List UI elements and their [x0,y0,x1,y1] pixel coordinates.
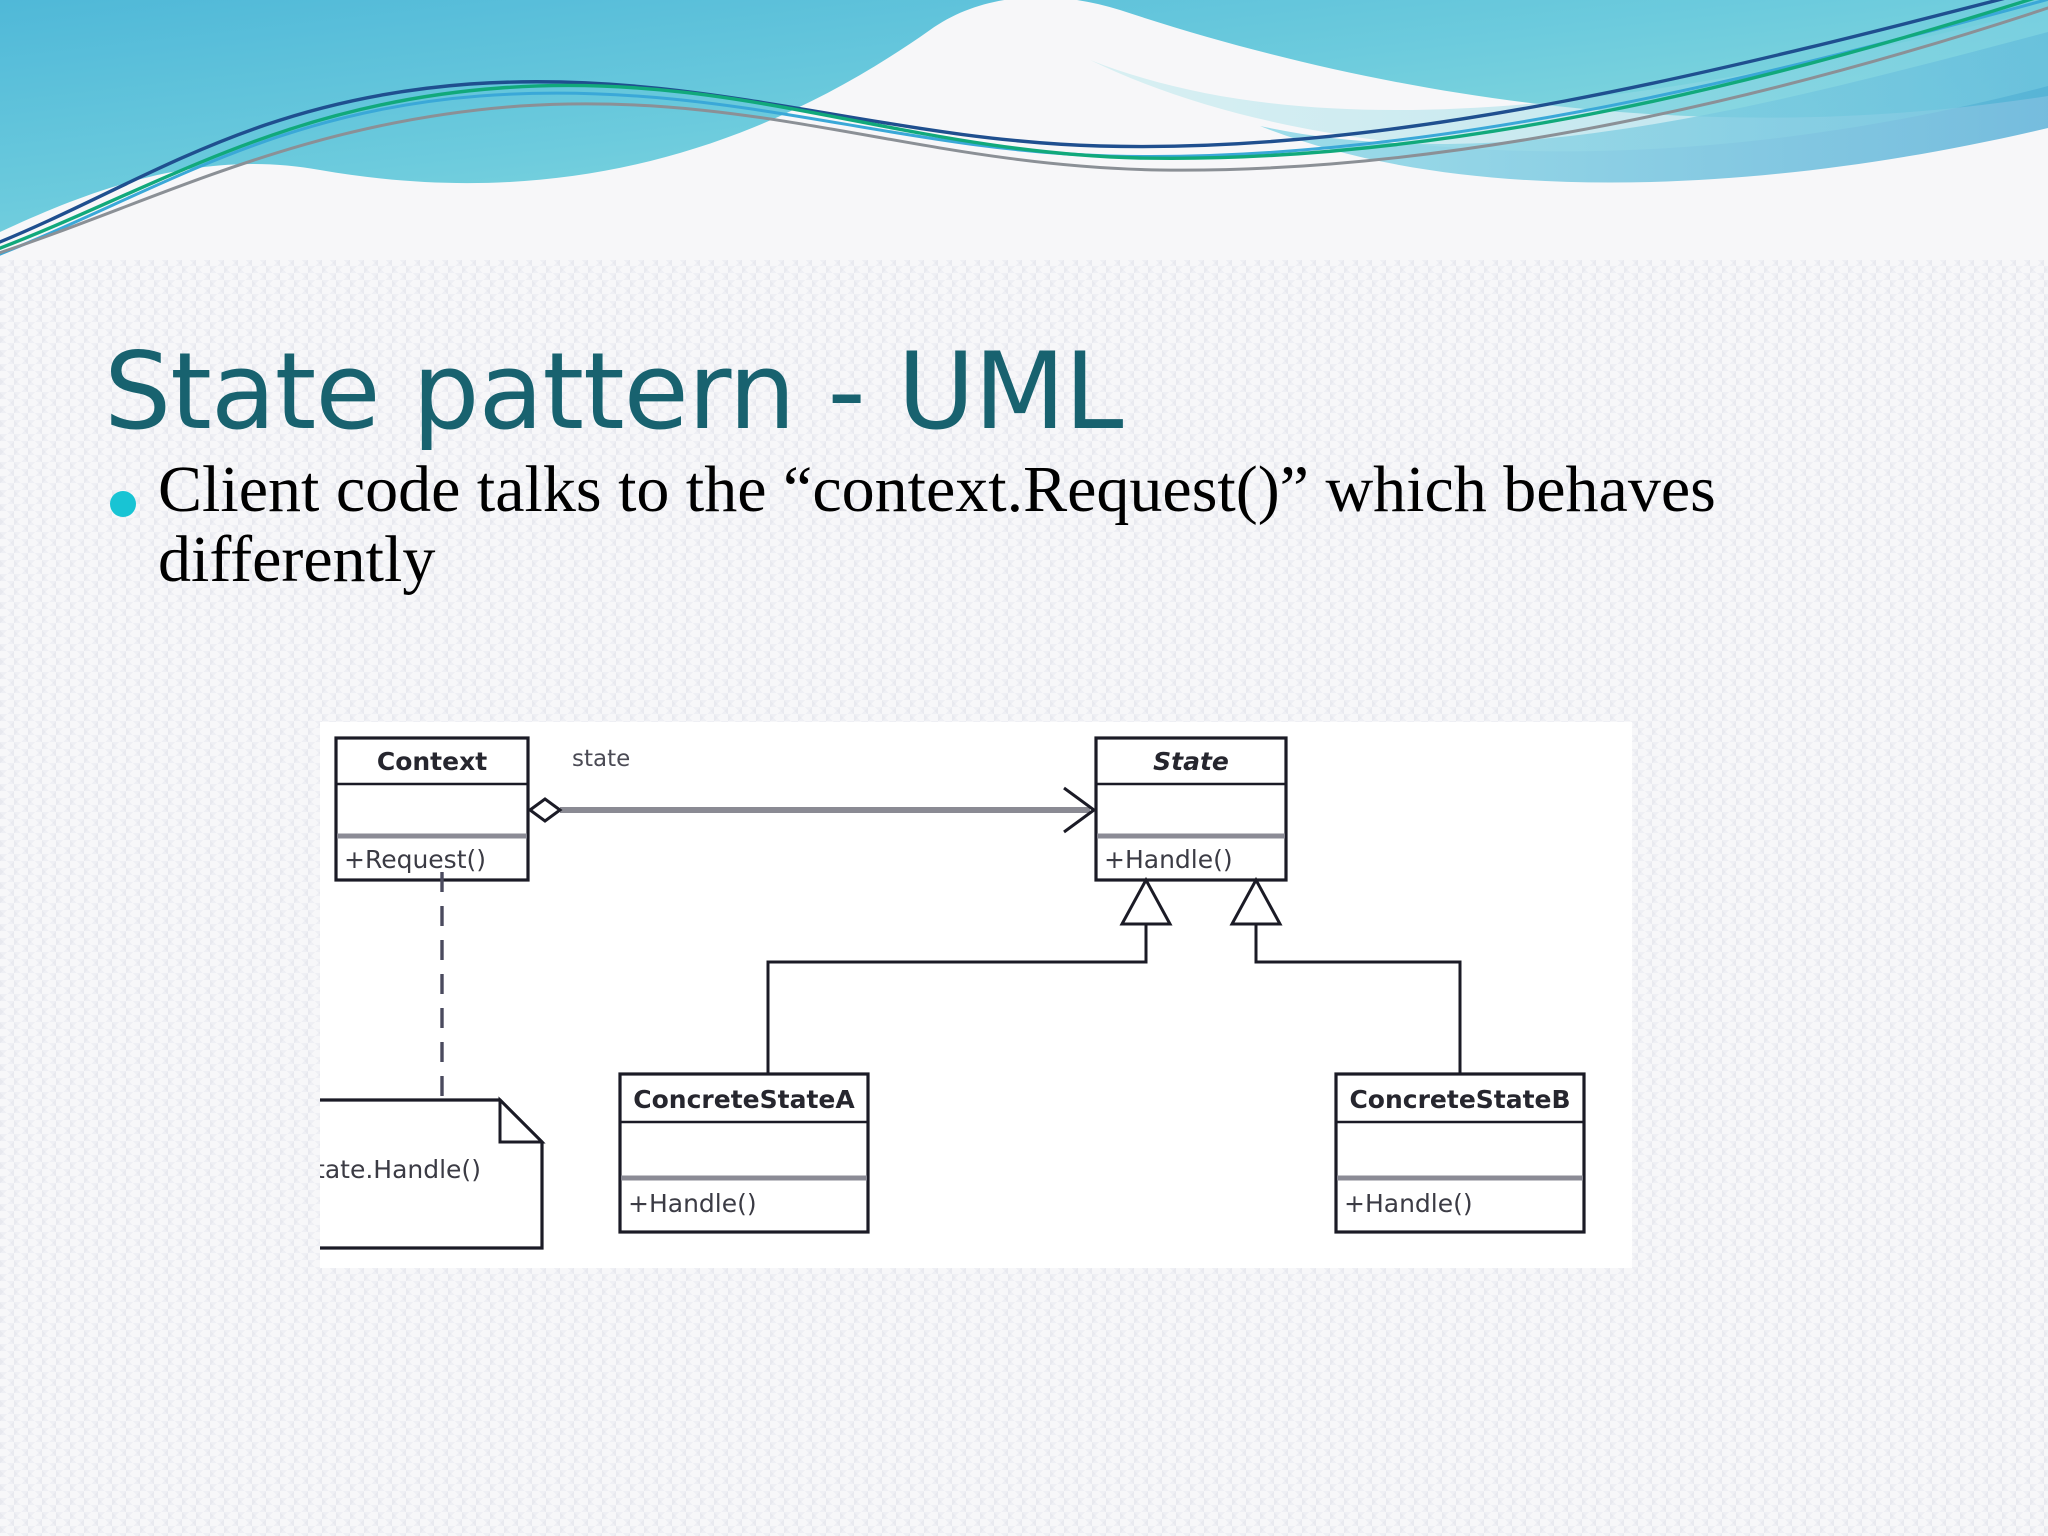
uml-operation-context-0: +Request() [344,845,486,874]
uml-operation-concretestateb-0: +Handle() [1344,1189,1473,1218]
uml-class-name-context: Context [377,747,487,776]
uml-class-name-concretestatea: ConcreteStateA [633,1085,855,1114]
uml-relation-label-state: state [572,746,630,772]
uml-diagram: Context +Request() State +Handle() State… [320,722,1632,1268]
list-item: Client code talks to the “context.Reques… [110,455,1900,595]
uml-note-state-handle: state.Handle() [320,1096,546,1250]
uml-operation-state-0: +Handle() [1104,845,1233,874]
uml-class-concretestateb: ConcreteStateB +Handle() [1334,1072,1586,1234]
uml-class-name-state: State [1153,747,1229,776]
uml-operation-concretestatea-0: +Handle() [628,1189,757,1218]
bullet-list: Client code talks to the “context.Reques… [110,455,1900,595]
bullet-text: Client code talks to the “context.Reques… [158,453,1716,596]
inheritance-triangle-icon-a [1119,876,1173,926]
page-title: State pattern - UML [104,330,1123,454]
aggregation-diamond-icon [527,797,563,823]
uml-relation-generalization-b [1229,876,1462,1074]
header-banner-decoration [0,0,2048,260]
inheritance-triangle-icon-b [1229,876,1283,926]
uml-class-context: Context +Request() [334,736,530,882]
open-arrowhead-icon [1063,786,1097,834]
uml-note-text: state.Handle() [320,1155,481,1184]
uml-class-state: State +Handle() [1094,736,1288,882]
uml-class-concretestatea: ConcreteStateA +Handle() [618,1072,870,1234]
uml-class-name-concretestateb: ConcreteStateB [1349,1085,1570,1114]
bullet-dot-icon [110,491,136,517]
uml-relation-aggregation-context-state: state [527,746,1097,834]
uml-relation-generalization-a [766,876,1173,1074]
